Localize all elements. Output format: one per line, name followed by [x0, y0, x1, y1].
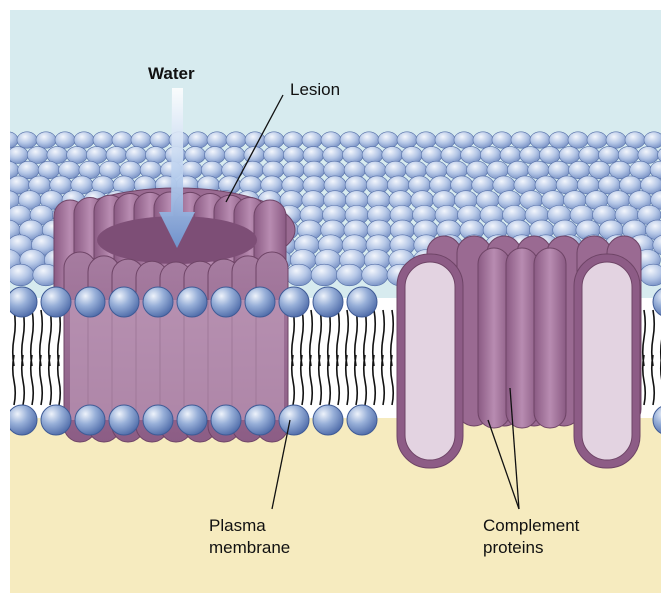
- lipid-head: [347, 287, 377, 317]
- lipid-head: [55, 132, 75, 148]
- lipid-head: [211, 405, 241, 435]
- lipid-head: [131, 132, 151, 148]
- lipid-head: [342, 147, 363, 164]
- lipid-head: [36, 132, 56, 148]
- lipid-head: [340, 132, 360, 148]
- lipid-head: [41, 405, 71, 435]
- lipid-head: [75, 287, 105, 317]
- lipid-head: [106, 147, 127, 164]
- lipid-head: [245, 287, 275, 317]
- lipid-head: [302, 132, 322, 148]
- pore-body: [70, 300, 284, 420]
- lipid-head: [205, 147, 226, 164]
- complement-front-column: [534, 248, 566, 428]
- lipid-head: [435, 132, 455, 148]
- plasma-label-line2: membrane: [209, 537, 290, 558]
- lipid-head: [7, 287, 37, 317]
- lipid-head: [568, 132, 588, 148]
- lipid-head: [461, 147, 482, 164]
- lipid-head: [211, 287, 241, 317]
- lipid-head: [347, 405, 377, 435]
- lipid-head: [311, 264, 337, 286]
- lipid-head: [402, 147, 423, 164]
- lipid-head: [587, 132, 607, 148]
- lipid-head: [321, 132, 341, 148]
- water-label: Water: [148, 63, 195, 84]
- lipid-head: [279, 287, 309, 317]
- complement-label-line2: proteins: [483, 537, 543, 558]
- lipid-head: [7, 405, 37, 435]
- lipid-head: [93, 132, 113, 148]
- lipid-head: [559, 147, 580, 164]
- lipid-head: [185, 147, 206, 164]
- lipid-head: [17, 132, 37, 148]
- lipid-head: [264, 147, 285, 164]
- lipid-head: [279, 405, 309, 435]
- lipid-head: [359, 132, 379, 148]
- lipid-head: [27, 147, 48, 164]
- lipid-head: [416, 132, 436, 148]
- plasma-label-line1: Plasma: [209, 515, 266, 536]
- lipid-head: [207, 132, 227, 148]
- lesion-label: Lesion: [290, 79, 340, 100]
- lipid-head: [143, 287, 173, 317]
- lipid-head: [625, 132, 645, 148]
- lipid-head: [313, 405, 343, 435]
- lipid-head: [618, 147, 639, 164]
- lipid-head: [473, 132, 493, 148]
- lipid-head: [8, 264, 34, 286]
- lipid-head: [397, 132, 417, 148]
- lipid-head: [112, 132, 132, 148]
- lipid-head: [74, 132, 94, 148]
- lipid-head: [362, 264, 388, 286]
- lipid-head: [520, 147, 541, 164]
- lipid-head: [283, 132, 303, 148]
- lipid-head: [378, 132, 398, 148]
- lipid-head: [245, 405, 275, 435]
- lipid-head: [336, 264, 362, 286]
- lipid-head: [286, 264, 312, 286]
- lipid-head: [492, 132, 512, 148]
- lipid-head: [145, 147, 166, 164]
- lipid-head: [323, 147, 344, 164]
- lipid-head: [362, 147, 383, 164]
- lipid-head: [441, 147, 462, 164]
- lipid-head: [549, 132, 569, 148]
- lipid-head: [579, 147, 600, 164]
- complement-right-inner: [582, 262, 632, 460]
- complement-front-column: [478, 248, 510, 428]
- lipid-head: [224, 147, 245, 164]
- lipid-head: [47, 147, 68, 164]
- lipid-head: [150, 132, 170, 148]
- lipid-head: [454, 132, 474, 148]
- lipid-head: [421, 147, 442, 164]
- lipid-head: [109, 287, 139, 317]
- lipid-head: [41, 287, 71, 317]
- lipid-head: [109, 405, 139, 435]
- lipid-head: [188, 132, 208, 148]
- lipid-head: [143, 405, 173, 435]
- lipid-head: [264, 132, 284, 148]
- lipid-head: [644, 132, 664, 148]
- lipid-head: [126, 147, 147, 164]
- lipid-head: [511, 132, 531, 148]
- lipid-head: [539, 147, 560, 164]
- lipid-head: [313, 287, 343, 317]
- lipid-head: [599, 147, 620, 164]
- lipid-head: [382, 147, 403, 164]
- lipid-head: [226, 132, 246, 148]
- lipid-head: [177, 405, 207, 435]
- complement-label-line1: Complement: [483, 515, 579, 536]
- lipid-head: [177, 287, 207, 317]
- complement-left-inner: [405, 262, 455, 460]
- lipid-head: [75, 405, 105, 435]
- lipid-head: [606, 132, 626, 148]
- lipid-head: [8, 147, 29, 164]
- lipid-head: [530, 132, 550, 148]
